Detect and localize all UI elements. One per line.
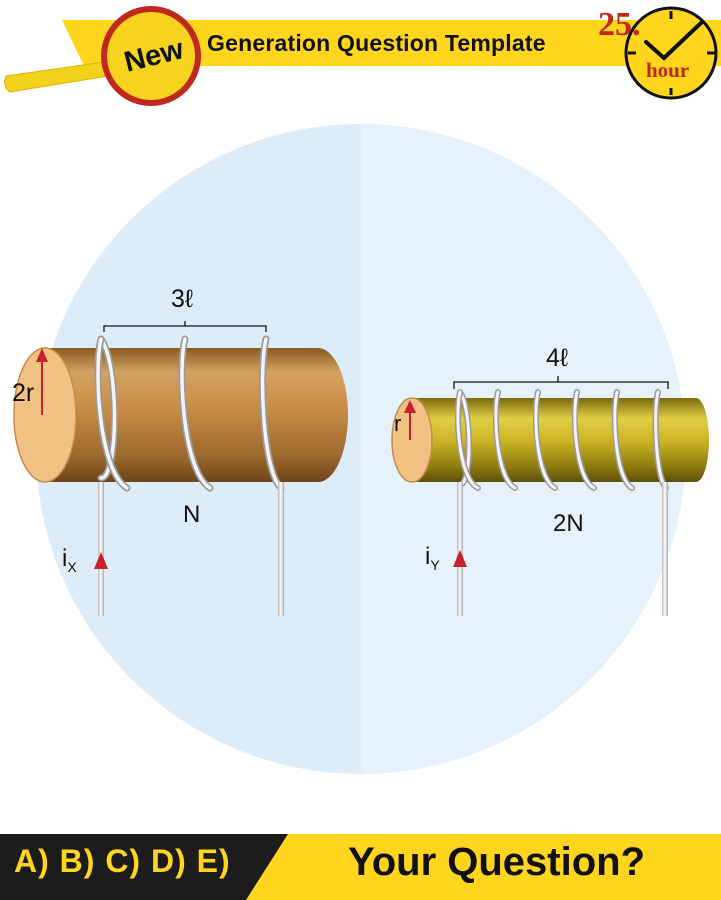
coil-y-radius-arrowhead: [404, 400, 416, 413]
coil-x-lead-out: [278, 482, 284, 616]
page-title: Generation Question Template: [207, 30, 546, 56]
coil-y-lead-in: [457, 482, 463, 616]
question-prompt: Your Question?: [348, 840, 646, 884]
new-badge-lens: [101, 6, 201, 106]
coil-x-current-arrow: [94, 552, 108, 569]
coil-x-windings: [94, 335, 285, 492]
clock-icon: [624, 6, 718, 100]
answer-options: A) B) C) D) E): [14, 843, 231, 879]
magnifier-handle: [4, 61, 109, 93]
coil-y-length-brace: [453, 376, 669, 389]
coil-x-length-brace: [103, 321, 267, 332]
footer-dark-panel: [0, 834, 288, 900]
coil-y-turns-label: 2N: [553, 510, 584, 537]
coil-x: [13, 321, 348, 616]
coil-x-current-symbol: i: [62, 545, 68, 572]
coil-x-turns-label: N: [183, 501, 201, 528]
coil-y-current-label: iY: [425, 543, 440, 573]
coil-y-current-symbol: i: [425, 543, 431, 570]
clock-unit: hour: [646, 58, 690, 82]
coil-y-length-label: 4ℓ: [546, 344, 568, 372]
coil-y: [391, 376, 709, 616]
coil-x-length-label: 3ℓ: [171, 285, 193, 313]
coil-x-lead-in: [98, 482, 104, 616]
coil-y-lead-out: [662, 482, 668, 616]
coil-x-radius-label: 2r: [12, 379, 35, 407]
coil-x-current-label: iX: [62, 545, 77, 575]
coil-y-radius-label: r: [394, 411, 402, 436]
coil-y-current-arrow: [453, 550, 467, 567]
coil-x-radius-arrowhead: [36, 348, 48, 362]
coil-y-current-subscript: Y: [430, 557, 440, 573]
header-band: [62, 20, 721, 66]
clock-number: 25.: [598, 6, 641, 43]
coil-x-current-subscript: X: [67, 559, 77, 575]
